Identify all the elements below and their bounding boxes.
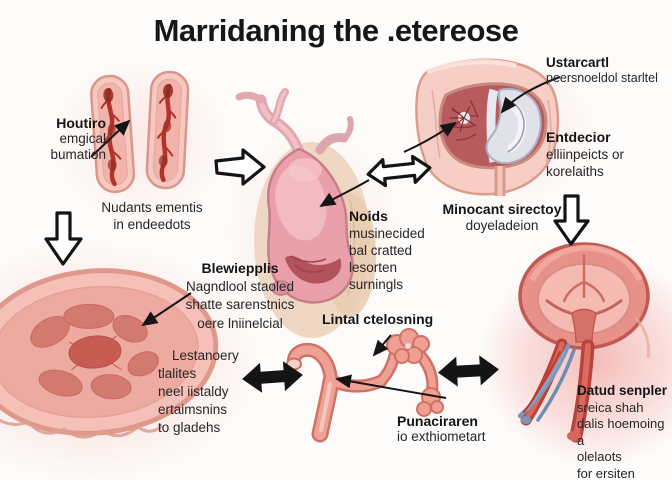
- label-line: Nagndlool staoled: [185, 278, 295, 294]
- label-houtiro-head: Houtiro: [56, 115, 106, 131]
- label-line: shatte sarenstnics: [185, 297, 295, 312]
- label-ustarcartl: Ustarcartl peersnoeldol starltel: [546, 55, 672, 86]
- label-lestanoery: Lestanoery tlalites neel iistaldy ertaim…: [158, 347, 270, 437]
- pointer-cutaway-left: [403, 121, 457, 153]
- label-line: bal cratted: [349, 243, 413, 258]
- label-line: tlalites: [158, 366, 197, 381]
- flow-arrows: [44, 148, 590, 393]
- label-blewiepplis-head: Blewiepplis: [201, 260, 279, 276]
- label-lintal: Lintal ctelosning: [322, 311, 462, 328]
- label-line: Lestanoery: [172, 348, 239, 363]
- label-line: surningls: [349, 277, 404, 292]
- pointer-houtiro: [90, 119, 131, 158]
- label-lintal-head: Lintal ctelosning: [322, 311, 434, 327]
- arrow-double-top-icon: [366, 154, 432, 188]
- arrow-double-bottom-left-icon: [242, 361, 303, 393]
- label-line: neel iistaldy: [158, 384, 229, 399]
- label-minocant: Minocant sirectoy doyeladeion: [437, 201, 567, 234]
- pointer-lintal: [372, 334, 392, 357]
- label-line: oere lniinelcial: [197, 315, 283, 331]
- arrow-down-right-icon: [553, 194, 590, 246]
- label-datud: Datud senpler sreica shah dalis hoemoing…: [577, 383, 672, 480]
- label-blewiepplis: Blewiepplis Nagndlool staoled shatte sar…: [164, 259, 316, 333]
- arrow-double-bottom-right-icon: [438, 355, 499, 387]
- label-punaciraren-head: Punaciraren: [397, 413, 478, 429]
- label-noids-head: Noids: [349, 208, 388, 224]
- label-line: musinecided: [349, 226, 425, 241]
- label-ustarcartl-head: Ustarcartl: [546, 55, 610, 70]
- label-line: lesorten: [349, 260, 398, 275]
- label-punaciraren: Punaciraren io exthiometart: [397, 413, 507, 445]
- label-line: io exthiometart: [397, 429, 486, 444]
- label-line: in endeedots: [113, 217, 191, 232]
- arrow-down-left-icon: [44, 211, 83, 266]
- label-line: for ersiten: [577, 465, 635, 480]
- pointer-noids: [319, 179, 370, 208]
- label-houtiro: Houtiro emgical bumation: [6, 115, 106, 163]
- tube-pair-illustration: [90, 70, 190, 194]
- label-entdecior-head: Entdecior: [546, 129, 611, 145]
- label-line: ertaimsnins: [158, 402, 228, 417]
- label-line: elliinpeicts or: [546, 147, 625, 162]
- label-entdecior: Entdecior elliinpeicts or korelaiths: [546, 129, 668, 180]
- label-line: doyeladeion: [465, 217, 539, 233]
- label-minocant-head: Minocant sirectoy: [442, 201, 562, 217]
- label-line: to gladehs: [158, 420, 221, 435]
- pointer-ustarcartl: [500, 76, 561, 114]
- arrow-right-icon: [214, 148, 266, 186]
- pointer-lines: [90, 76, 561, 399]
- label-line: emgical: [59, 131, 106, 146]
- pointer-blewiepplis: [141, 292, 192, 327]
- label-line: korelaiths: [546, 164, 604, 179]
- pointer-punaciraren: [335, 374, 447, 399]
- label-line: dalis hoemoing a: [577, 416, 665, 448]
- page-title: Marridaning the .etereose: [153, 13, 519, 48]
- label-noids: Noids musinecided bal cratted lesorten s…: [349, 208, 449, 293]
- uterus-center-illustration: [235, 88, 376, 338]
- label-line: Nudants ementis: [101, 200, 203, 215]
- label-line: olelaots: [577, 449, 622, 464]
- label-datud-head: Datud senpler: [577, 383, 668, 398]
- bladder-vessels-illustration: [517, 242, 650, 443]
- pelvic-cutaway-illustration: [415, 58, 560, 196]
- label-line: sreica shah: [577, 399, 644, 415]
- label-nudants: Nudants ementis in endeedots: [86, 199, 218, 233]
- label-line: peersnoeldol starltel: [546, 70, 658, 85]
- label-line: bumation: [50, 147, 106, 162]
- ovary-cross-section-illustration: [0, 268, 219, 439]
- branched-duct-illustration: [286, 328, 444, 443]
